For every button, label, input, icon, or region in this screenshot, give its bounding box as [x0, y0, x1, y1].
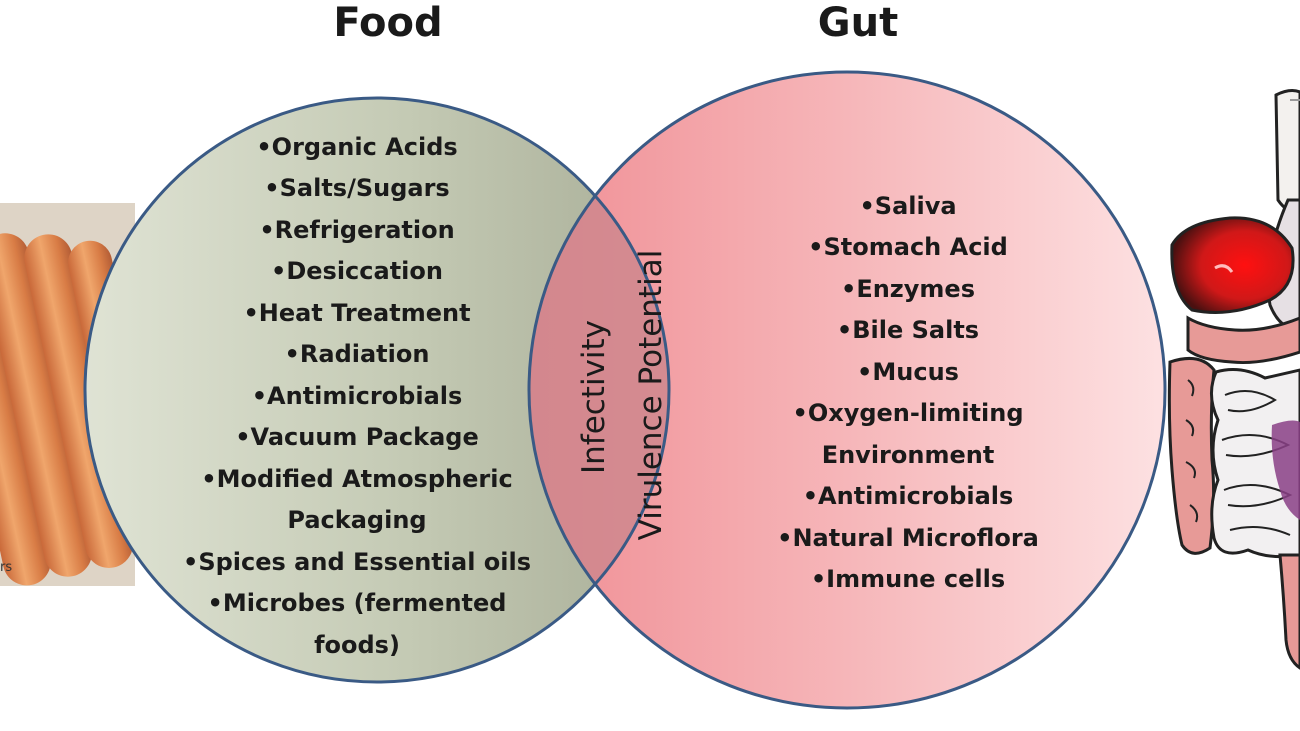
gut-item: •Immune cells	[811, 565, 1005, 593]
food-item: •Spices and Essential oils	[183, 548, 531, 576]
gut-item: •Antimicrobials	[803, 482, 1014, 510]
gut-circle-outline	[527, 70, 1167, 710]
food-item: •Refrigeration	[259, 216, 454, 244]
digestive-system-illustration	[1167, 89, 1300, 670]
overlap-infectivity-label: Infectivity	[576, 320, 612, 474]
food-item: foods)	[314, 631, 400, 659]
food-circle	[85, 98, 669, 682]
food-item: •Modified Atmospheric	[201, 465, 512, 493]
food-item: •Organic Acids	[256, 133, 457, 161]
food-item: •Salts/Sugars	[264, 174, 449, 202]
gut-item: •Bile Salts	[837, 316, 979, 344]
food-circle-outline	[83, 96, 671, 684]
photo-partial-label: rs	[0, 560, 12, 575]
overlap-virulence-label: Virulence Potential	[633, 250, 669, 541]
gut-item: •Mucus	[857, 358, 959, 386]
gut-item: •Enzymes	[841, 275, 975, 303]
food-item: •Vacuum Package	[235, 423, 479, 451]
food-item: •Radiation	[285, 340, 430, 368]
gut-item: •Stomach Acid	[808, 233, 1008, 261]
food-item: •Desiccation	[271, 257, 443, 285]
food-item: Packaging	[287, 506, 426, 534]
gut-title: Gut	[818, 0, 898, 46]
gut-items-list: •Saliva •Stomach Acid •Enzymes •Bile Sal…	[777, 192, 1039, 593]
food-item: •Heat Treatment	[243, 299, 470, 327]
gut-item: •Oxygen-limiting	[792, 399, 1023, 427]
gut-item: •Natural Microflora	[777, 524, 1039, 552]
gut-item: Environment	[822, 441, 995, 469]
food-title: Food	[333, 0, 442, 46]
food-item: •Microbes (fermented	[208, 589, 507, 617]
food-items-list: •Organic Acids •Salts/Sugars •Refrigerat…	[183, 133, 531, 659]
food-item: •Antimicrobials	[252, 382, 463, 410]
gut-circle	[529, 72, 1165, 708]
gut-item: •Saliva	[859, 192, 956, 220]
